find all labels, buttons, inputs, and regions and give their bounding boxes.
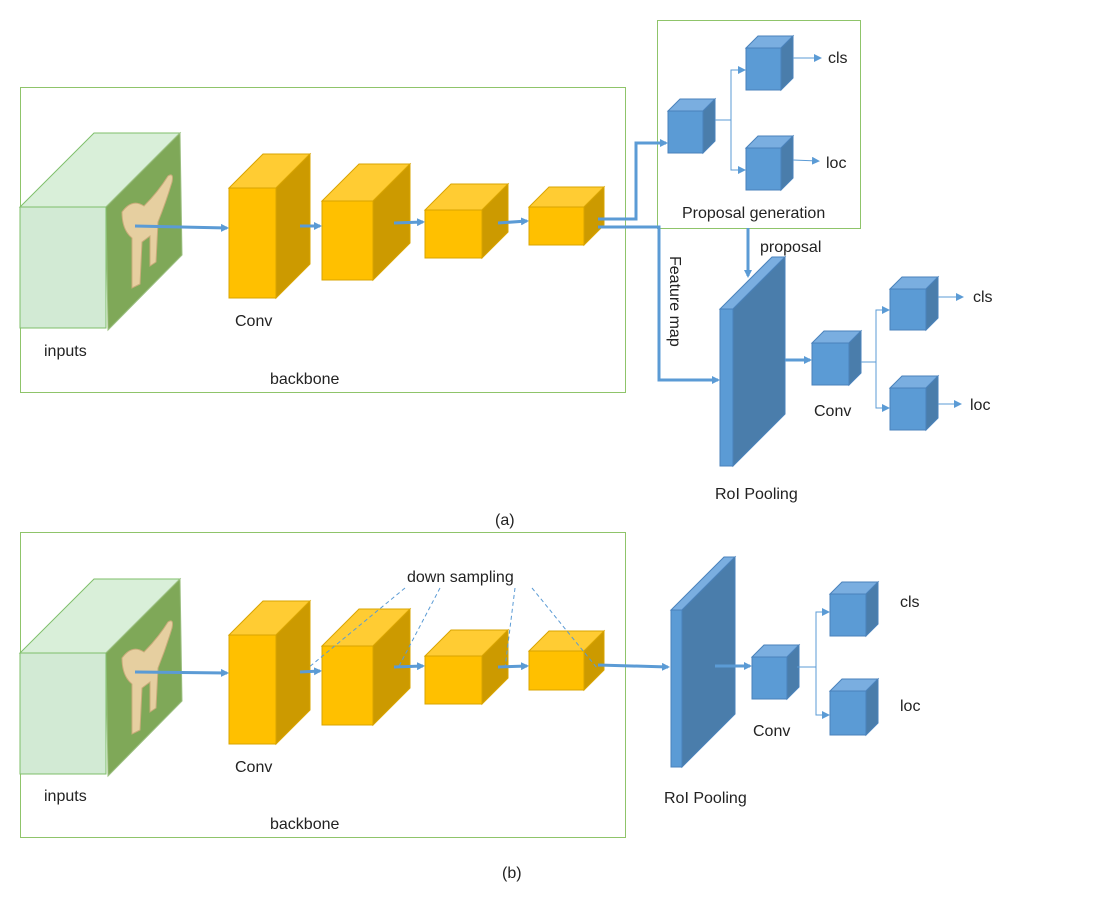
a-inputs-label: inputs bbox=[44, 343, 87, 360]
a-arrow-input-conv1 bbox=[134, 223, 229, 232]
a-rpn-loc-cube bbox=[745, 147, 782, 191]
a-rpn-loc-arrow bbox=[792, 156, 820, 165]
b-conv-block-4 bbox=[528, 650, 585, 691]
b-input-image-block bbox=[19, 652, 107, 775]
a-head-cls-label: cls bbox=[973, 289, 993, 306]
a-proposal-label: proposal bbox=[760, 239, 821, 256]
b-head-conv-cube bbox=[751, 656, 788, 700]
a-head-conv-cube bbox=[811, 342, 850, 386]
b-head-loc-cube bbox=[829, 690, 867, 736]
a-conv-block-3 bbox=[424, 209, 483, 259]
b-conv-block-3 bbox=[424, 655, 483, 705]
a-head-conv-label: Conv bbox=[814, 403, 851, 420]
a-rpn-conv-cube bbox=[667, 110, 704, 154]
a-rpn-branch-loc bbox=[730, 120, 746, 174]
b-arrow-conv3-conv4 bbox=[497, 662, 529, 671]
b-roi-pooling-label: RoI Pooling bbox=[664, 790, 747, 807]
b-conv-label: Conv bbox=[235, 759, 272, 776]
a-rpn-cls-cube bbox=[745, 47, 782, 91]
a-input-image-block bbox=[19, 206, 107, 329]
b-head-cls-cube bbox=[829, 593, 867, 637]
a-rpn-branch-cls bbox=[715, 66, 746, 121]
b-conv-block-2 bbox=[321, 645, 374, 726]
b-input-image-block-dog-figure bbox=[121, 620, 173, 735]
a-head-branch-loc bbox=[875, 362, 890, 412]
b-head-cls-label: cls bbox=[900, 594, 920, 611]
b-arrow-conv2-conv3 bbox=[393, 662, 425, 671]
b-conv-block-1 bbox=[228, 634, 277, 745]
b-head-loc-label: loc bbox=[900, 698, 920, 715]
a-conv-block-1 bbox=[228, 187, 277, 299]
a-head-branch-cls bbox=[861, 306, 890, 363]
b-arrow-to-roi bbox=[597, 662, 670, 671]
a-rpn-cls-label: cls bbox=[828, 50, 848, 67]
a-arrow-feature-map bbox=[598, 225, 720, 384]
a-arrow-conv2-conv3 bbox=[393, 218, 425, 227]
b-roi-pooling-block-side bbox=[681, 555, 736, 769]
a-caption: (a) bbox=[495, 512, 515, 529]
b-downsampling-line-2 bbox=[397, 587, 441, 669]
a-head-cls-cube bbox=[889, 288, 927, 331]
a-input-image-block-dog-figure bbox=[121, 174, 173, 289]
a-roi-pooling-block bbox=[719, 308, 734, 467]
a-head-loc-cube bbox=[889, 387, 927, 431]
a-rpn-loc-label: loc bbox=[826, 155, 846, 172]
a-feature-map-label: Feature map bbox=[666, 256, 683, 347]
a-roi-pooling-label: RoI Pooling bbox=[715, 486, 798, 503]
b-down-sampling-label: down sampling bbox=[407, 569, 514, 586]
a-backbone-label: backbone bbox=[270, 371, 339, 388]
a-proposal-generation-label: Proposal generation bbox=[682, 205, 825, 222]
b-head-conv-label: Conv bbox=[753, 723, 790, 740]
a-head-loc-label: loc bbox=[970, 397, 990, 414]
b-downsampling-line-4 bbox=[531, 587, 598, 669]
b-roi-pooling-block bbox=[670, 609, 683, 768]
b-arrow-conv1-conv2 bbox=[299, 667, 322, 676]
a-proposal-generation-box bbox=[657, 20, 861, 229]
b-inputs-label: inputs bbox=[44, 788, 87, 805]
a-conv-block-4 bbox=[528, 206, 585, 246]
a-arrow-conv3-conv4 bbox=[497, 217, 529, 226]
a-conv-block-2 bbox=[321, 200, 374, 281]
a-conv-label: Conv bbox=[235, 313, 272, 330]
b-head-branch-cls bbox=[797, 608, 830, 668]
b-head-branch-loc bbox=[815, 667, 830, 719]
b-arrow-input-conv1 bbox=[134, 668, 229, 677]
b-caption: (b) bbox=[502, 865, 522, 882]
b-backbone-label: backbone bbox=[270, 816, 339, 833]
a-arrow-to-rpn bbox=[598, 139, 668, 221]
